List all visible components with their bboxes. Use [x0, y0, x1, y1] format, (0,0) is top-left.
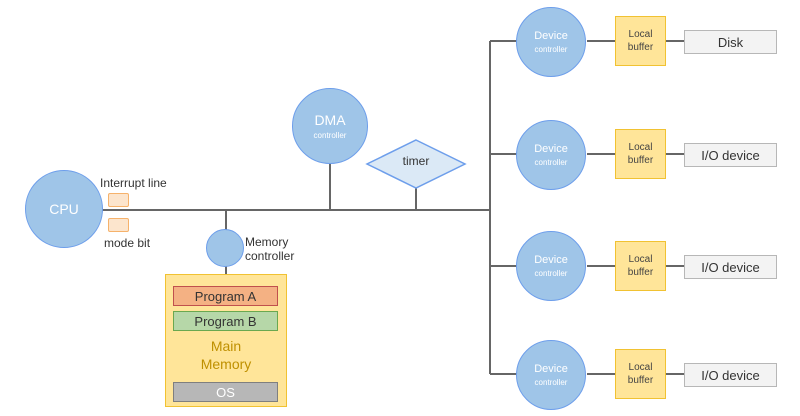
disk-device: Disk — [684, 30, 777, 54]
device-controller-node: Device controller — [516, 231, 586, 301]
device-controller-subtitle: controller — [534, 44, 568, 54]
local-buffer: Local buffer — [615, 129, 666, 179]
device-controller-title: Device — [534, 253, 568, 266]
device-controller-node: Device controller — [516, 120, 586, 190]
local-buffer-line2: buffer — [627, 267, 654, 278]
memory-controller-label-line1: Memory — [245, 235, 289, 249]
main-memory-block: Program A Program B Main Memory OS — [165, 274, 287, 407]
device-controller-node: Device controller — [516, 340, 586, 410]
device-controller-subtitle: controller — [534, 268, 568, 278]
local-buffer-line1: Local — [628, 254, 653, 265]
interrupt-line-indicator — [108, 193, 129, 207]
program-b-segment: Program B — [173, 311, 278, 331]
program-a-segment: Program A — [173, 286, 278, 306]
memory-controller-node — [206, 229, 244, 267]
local-buffer: Local buffer — [615, 241, 666, 291]
device-controller-node: Device controller — [516, 7, 586, 77]
local-buffer-line2: buffer — [627, 375, 654, 386]
memory-controller-label: Memory controller — [245, 235, 294, 263]
device-controller-title: Device — [534, 29, 568, 42]
device-controller-title: Device — [534, 142, 568, 155]
mode-bit-label: mode bit — [104, 236, 151, 250]
local-buffer: Local buffer — [615, 16, 666, 66]
main-memory-label-line2: Memory — [200, 356, 252, 372]
main-memory-label-line1: Main — [210, 338, 242, 354]
io-device: I/O device — [684, 363, 777, 387]
interrupt-line-label: Interrupt line — [100, 176, 167, 190]
device-controller-title: Device — [534, 362, 568, 375]
memory-controller-label-line2: controller — [245, 249, 295, 263]
io-device: I/O device — [684, 143, 777, 167]
io-device: I/O device — [684, 255, 777, 279]
local-buffer-line1: Local — [628, 142, 653, 153]
local-buffer-line2: buffer — [627, 42, 654, 53]
device-controller-subtitle: controller — [534, 377, 568, 387]
cpu-label: CPU — [49, 201, 79, 217]
cpu-node: CPU — [25, 170, 103, 248]
local-buffer-line2: buffer — [627, 155, 654, 166]
local-buffer: Local buffer — [615, 349, 666, 399]
dma-controller-node: DMA controller — [292, 88, 368, 164]
dma-subtitle: controller — [313, 130, 347, 140]
local-buffer-line1: Local — [628, 29, 653, 40]
dma-title: DMA — [314, 111, 346, 128]
device-controller-subtitle: controller — [534, 157, 568, 167]
local-buffer-line1: Local — [628, 362, 653, 373]
os-segment: OS — [173, 382, 278, 402]
timer-label: timer — [402, 154, 430, 168]
mode-bit-indicator — [108, 218, 129, 232]
main-memory-label: Main Memory — [166, 337, 286, 373]
timer-shape — [365, 139, 467, 189]
